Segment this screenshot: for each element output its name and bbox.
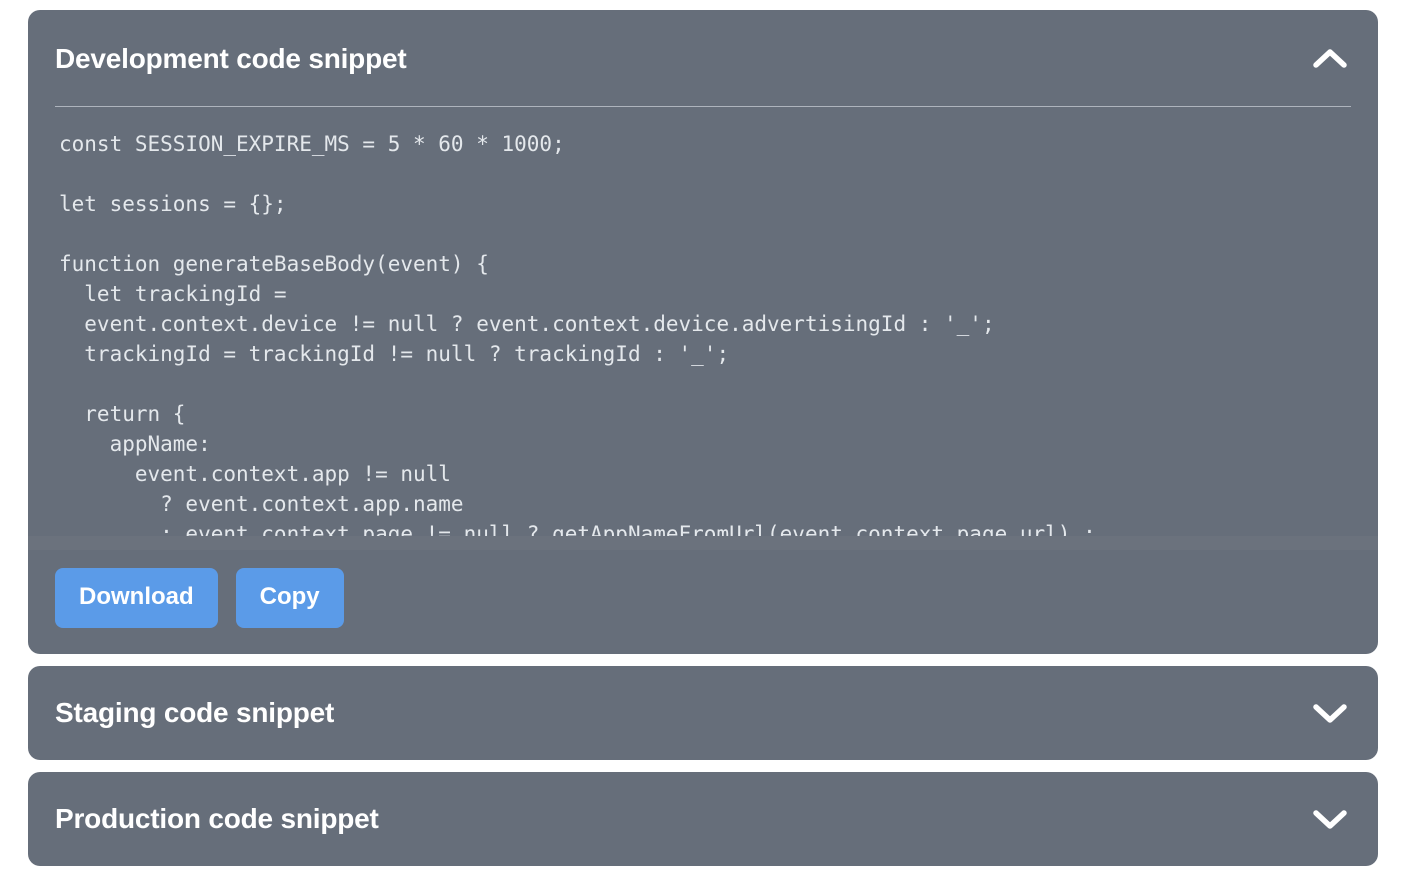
code-scroll-region[interactable]: const SESSION_EXPIRE_MS = 5 * 60 * 1000;…: [28, 107, 1378, 550]
panel-header-production[interactable]: Production code snippet: [28, 772, 1378, 866]
panel-title-staging: Staging code snippet: [55, 697, 335, 728]
copy-button[interactable]: Copy: [235, 568, 344, 628]
chevron-up-icon[interactable]: [1310, 38, 1350, 78]
panel-title-development: Development code snippet: [55, 43, 407, 74]
panel-header-development[interactable]: Development code snippet: [28, 10, 1378, 106]
panel-staging-code-snippet: Staging code snippet: [28, 666, 1378, 760]
panel-development-code-snippet: Development code snippet const SESSION_E…: [28, 10, 1378, 654]
panel-title-production: Production code snippet: [55, 803, 379, 834]
download-button[interactable]: Download: [55, 568, 218, 628]
chevron-down-icon[interactable]: [1310, 799, 1350, 839]
panel-divider: [55, 106, 1351, 107]
code-clip-edge: [28, 536, 1378, 550]
code-block-development: const SESSION_EXPIRE_MS = 5 * 60 * 1000;…: [59, 132, 1096, 546]
panel-header-staging[interactable]: Staging code snippet: [28, 666, 1378, 760]
panel-production-code-snippet: Production code snippet: [28, 772, 1378, 866]
panel-actions-development: Download Copy: [28, 550, 1378, 654]
code-scroll-inner[interactable]: const SESSION_EXPIRE_MS = 5 * 60 * 1000;…: [28, 107, 1378, 550]
chevron-down-icon[interactable]: [1310, 693, 1350, 733]
